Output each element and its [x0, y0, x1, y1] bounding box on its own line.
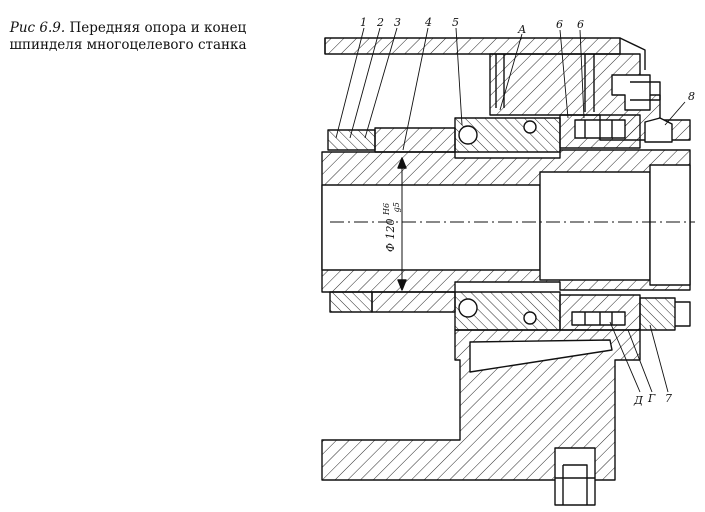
figure-caption-text: Передняя опора и конец шпинделя многоцел… — [9, 20, 247, 53]
svg-text:Φ 120 H6 g5: Φ 120 H6 g5 — [379, 199, 401, 252]
leader-lines-bottom — [609, 321, 669, 393]
upper-sleeve — [374, 127, 456, 153]
diameter-symbol: Φ — [384, 243, 397, 252]
leader-lines-top — [335, 27, 686, 151]
lower-ball-left — [458, 298, 478, 318]
lower-seal — [639, 297, 676, 331]
lower-sleeve — [371, 291, 456, 313]
diameter-dimension: Φ 120 H6 g5 — [379, 199, 401, 252]
label-7: 7 — [665, 392, 672, 405]
label-g: Г — [647, 392, 656, 405]
figure-caption: Рис 6.9. Передняя опора и конец шпинделя… — [2, 20, 254, 54]
diameter-value: 120 — [384, 218, 397, 239]
label-6a: 6 — [556, 18, 563, 31]
label-d: Д — [633, 394, 644, 407]
fit-lower: g5 — [392, 202, 401, 212]
taper-bore — [539, 171, 651, 281]
seal-8 — [644, 117, 673, 143]
top-housing-plate — [324, 37, 621, 55]
label-5: 5 — [452, 16, 459, 29]
label-1: 1 — [360, 16, 367, 29]
fit-upper: H6 — [382, 203, 391, 216]
spindle-bore — [321, 184, 541, 271]
lower-ball-right — [523, 311, 537, 325]
oil-channel — [469, 339, 613, 373]
label-3: 3 — [394, 16, 401, 29]
label-2: 2 — [376, 16, 384, 29]
label-a: А — [517, 23, 526, 36]
label-4: 4 — [424, 16, 432, 29]
lower-housing — [321, 329, 641, 481]
lower-nut — [329, 291, 373, 313]
upper-ball-right — [523, 120, 537, 134]
upper-ball-left — [458, 125, 478, 145]
label-8: 8 — [688, 90, 695, 103]
side-screw — [611, 74, 651, 111]
figure-number: Рис 6.9. — [9, 20, 66, 36]
bottom-bolt — [554, 447, 596, 506]
upper-bolt-right — [584, 54, 595, 112]
upper-bolt-left — [495, 54, 505, 108]
top-housing-outline — [324, 37, 646, 70]
label-6b: 6 — [577, 18, 584, 31]
